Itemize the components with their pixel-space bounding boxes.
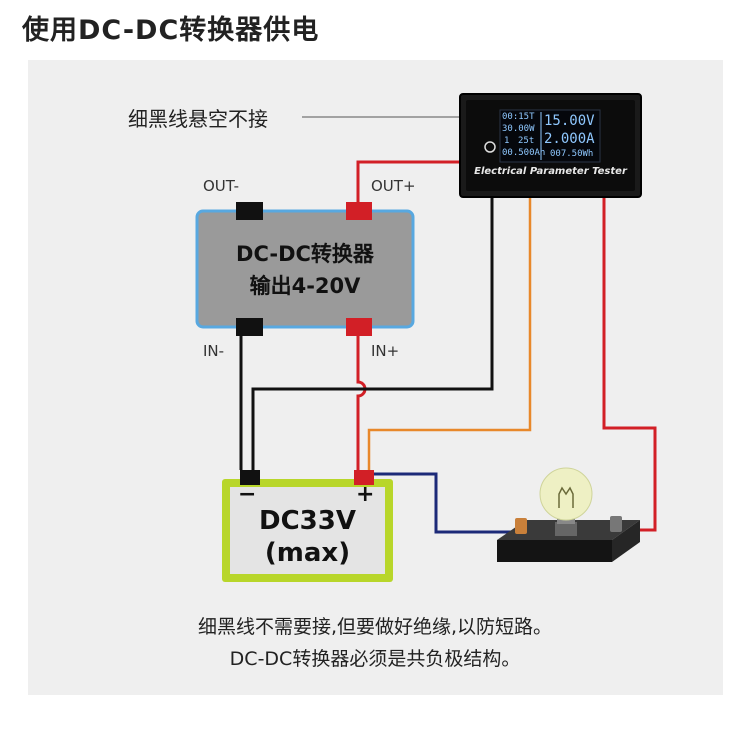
floating-wire-note: 细黑线悬空不接 (128, 107, 268, 131)
meter-energy: 007.50Wh (550, 149, 594, 159)
converter-output-range: 输出4-20V (249, 274, 361, 298)
battery-terminal-plus (354, 470, 374, 485)
meter-voltage: 15.00V (544, 113, 595, 129)
meter-temperature: 25t (518, 136, 535, 146)
battery-minus-sign: − (238, 482, 257, 507)
in-plus-label: IN+ (371, 342, 400, 360)
battery-voltage: DC33V (259, 506, 356, 536)
wire-in-plus-to-battery (356, 332, 367, 470)
wire-battery-to-lamp (372, 472, 512, 534)
meter-device (459, 93, 642, 198)
page-title: 使用DC-DC转换器供电 (22, 15, 320, 46)
meter-temp-index: 1 (504, 136, 510, 146)
battery-max: (max) (264, 538, 351, 568)
note-common-negative: DC-DC转换器必须是共负极结构。 (229, 648, 521, 670)
note-insulation: 细黑线不需要接,但要做好绝缘,以防短路。 (197, 616, 553, 638)
battery-terminal-minus (240, 470, 260, 485)
out-minus-label: OUT- (203, 177, 239, 195)
terminal-out-plus (346, 202, 372, 220)
lamp (497, 467, 640, 562)
meter-power: 30.00W (502, 124, 535, 134)
meter-capacity: 00.500Ah (502, 148, 546, 158)
terminal-out-minus (236, 202, 263, 220)
in-minus-label: IN- (203, 342, 225, 360)
meter-time: 00:15T (502, 112, 535, 122)
out-plus-label: OUT+ (371, 177, 416, 195)
wire-meter-orange (367, 198, 532, 470)
battery-plus-sign: + (356, 482, 375, 507)
meter-button-icon (484, 141, 496, 153)
converter-box (195, 209, 415, 329)
terminal-in-plus (346, 318, 372, 336)
wire-meter-black (251, 198, 494, 470)
wire-meter-to-lamp (602, 198, 657, 532)
meter-brand: Electrical Parameter Tester (474, 166, 627, 177)
terminal-in-minus (236, 318, 263, 336)
converter-title: DC-DC转换器 (236, 242, 374, 266)
wire-out-plus-to-meter (356, 160, 460, 207)
meter-current: 2.000A (544, 131, 595, 147)
